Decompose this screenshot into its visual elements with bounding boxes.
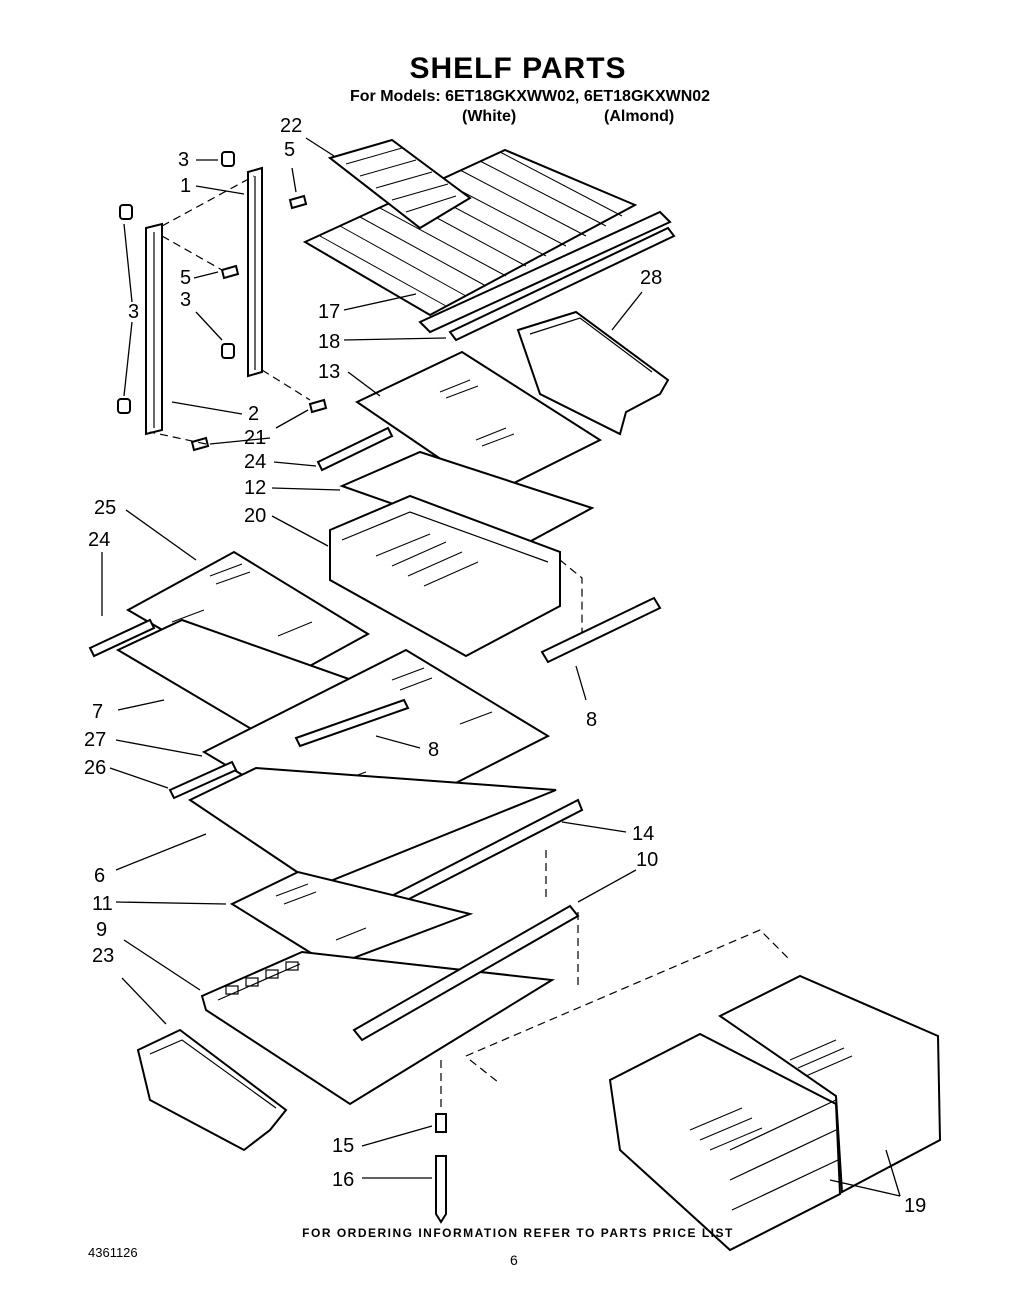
page-number: 6: [510, 1252, 518, 1268]
callout-10: 10: [636, 849, 658, 871]
shelf-trim-8a: [540, 596, 662, 664]
callout-3a: 3: [178, 149, 189, 171]
door-bin-23: [136, 1028, 288, 1152]
screw-21a: [308, 398, 328, 414]
variant-white-label: (White): [462, 108, 517, 125]
callout-14: 14: [632, 823, 654, 845]
shelf-trim-8b: [294, 698, 410, 748]
crisper-drawer-19b: [608, 1032, 842, 1252]
callout-20: 20: [244, 505, 266, 527]
callout-5a: 5: [284, 139, 295, 161]
callout-11: 11: [92, 893, 113, 915]
callout-7: 7: [92, 701, 103, 723]
shelf-end-26: [168, 760, 238, 800]
crisper-drawer-19a: [718, 974, 942, 1194]
callout-12: 12: [244, 477, 266, 499]
screw-5a: [288, 194, 308, 210]
shelf-ladder-rail-2: [145, 222, 163, 436]
callout-18: 18: [318, 331, 340, 353]
callout-8a: 8: [428, 739, 439, 761]
rail-cap-3c: [221, 343, 235, 359]
leader-lines: [101, 137, 901, 1197]
screw-21b: [190, 436, 210, 452]
callout-15: 15: [332, 1135, 354, 1157]
callout-3b: 3: [180, 289, 191, 311]
callout-16: 16: [332, 1169, 354, 1191]
door-bin-28: [516, 310, 670, 436]
rail-cap-3a: [221, 151, 235, 167]
shelf-end-24a: [316, 426, 394, 472]
lamp-socket-15: [435, 1113, 447, 1133]
shelf-trim-18: [448, 226, 676, 342]
callout-13: 13: [318, 361, 340, 383]
callout-3c: 3: [128, 301, 139, 323]
callout-28: 28: [640, 267, 662, 289]
callout-2: 2: [248, 403, 259, 425]
callout-22: 22: [280, 115, 302, 137]
models-line: For Models: 6ET18GKXWW02, 6ET18GKXWN02: [350, 88, 711, 105]
page-title: SHELF PARTS: [409, 52, 627, 85]
callout-21: 21: [244, 427, 266, 449]
callout-26: 26: [84, 757, 106, 779]
ordering-note: FOR ORDERING INFORMATION REFER TO PARTS …: [302, 1226, 734, 1240]
callout-24b: 24: [88, 529, 110, 551]
callout-19: 19: [904, 1195, 926, 1217]
callout-5b: 5: [180, 267, 191, 289]
screw-5b: [220, 264, 240, 280]
rail-cap-3b: [119, 204, 133, 220]
light-bulb-16: [435, 1155, 447, 1224]
shelf-end-24b: [88, 618, 156, 658]
rail-cap-3d: [117, 398, 131, 414]
callout-17: 17: [318, 301, 340, 323]
shelf-frame-6: [187, 766, 557, 888]
meat-keeper-pan-20: [329, 494, 561, 658]
callout-1: 1: [180, 175, 191, 197]
callout-6: 6: [94, 865, 105, 887]
shelf-ladder-rail-1: [247, 166, 263, 378]
shelf-trim-17b: [418, 210, 672, 334]
callout-23: 23: [92, 945, 114, 967]
document-number: 4361126: [88, 1245, 138, 1260]
callout-9: 9: [96, 919, 107, 941]
callout-25: 25: [94, 497, 116, 519]
callout-8b: 8: [586, 709, 597, 731]
callout-27: 27: [84, 729, 106, 751]
ice-cube-tray-22: [327, 138, 472, 230]
callout-24a: 24: [244, 451, 266, 473]
glass-shelf-11: [229, 870, 474, 968]
variant-almond-label: (Almond): [604, 108, 675, 125]
